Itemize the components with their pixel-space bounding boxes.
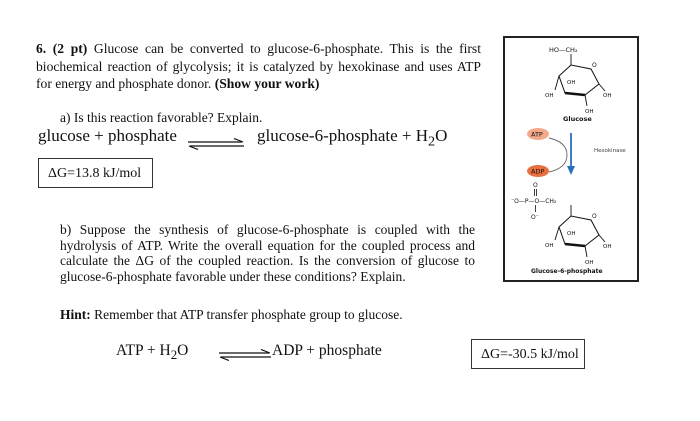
hexokinase-label: Hexokinase bbox=[594, 148, 626, 154]
equation-a-subscript: 2 bbox=[428, 133, 436, 150]
show-work-note: (Show your work) bbox=[214, 76, 320, 91]
phosphate-o-minus: O⁻ bbox=[531, 214, 539, 221]
question-body: Glucose can be converted to glucose-6-ph… bbox=[36, 41, 481, 91]
adp-badge bbox=[527, 165, 549, 177]
g6p-oh-bottom: OH bbox=[585, 260, 593, 266]
delta-g-box-b: ΔG=-30.5 kJ/mol bbox=[471, 339, 585, 369]
hint: Hint: Remember that ATP transfer phospha… bbox=[60, 307, 403, 323]
delta-g-a: ΔG=13.8 kJ/mol bbox=[48, 166, 142, 181]
glucose-oh-right: OH bbox=[603, 93, 611, 99]
g6p-oh-left: OH bbox=[545, 243, 553, 249]
equation-b-left-main: ATP + H bbox=[116, 342, 171, 359]
part-a-prompt: a) Is this reaction favorable? Explain. bbox=[60, 110, 263, 125]
equation-b: ATP + H2O ADP + phosphate bbox=[116, 342, 382, 363]
g6p-label: Glucose-6-phosphate bbox=[531, 268, 603, 275]
arrow-head-icon bbox=[567, 166, 575, 175]
glucose-oh-center: OH bbox=[567, 80, 575, 86]
delta-g-box-a: ΔG=13.8 kJ/mol bbox=[38, 158, 153, 188]
phosphate-chain: ⁻O—P—O—CH₂ bbox=[511, 198, 557, 205]
phosphate-top-oxygen: O bbox=[533, 182, 538, 189]
adp-label: ADP bbox=[531, 168, 544, 176]
atp-label: ATP bbox=[531, 131, 543, 139]
glucose-ch2oh: HO—CH₂ bbox=[549, 46, 578, 54]
glucose-oh-left: OH bbox=[545, 93, 553, 99]
glucose-label: Glucose bbox=[563, 115, 592, 123]
equilibrium-arrow-icon bbox=[186, 135, 246, 151]
equation-b-subscript: 2 bbox=[170, 347, 178, 363]
equilibrium-arrow-icon bbox=[217, 348, 273, 362]
equation-b-left: ATP + H2O bbox=[116, 342, 189, 363]
equation-a: glucose + phosphate glucose-6-phosphate … bbox=[38, 126, 447, 151]
equation-b-left-end: O bbox=[177, 342, 189, 359]
glucose-oh-bottom: OH bbox=[585, 109, 593, 115]
delta-g-b: ΔG=-30.5 kJ/mol bbox=[481, 347, 579, 362]
hint-label: Hint: bbox=[60, 307, 91, 322]
hint-text: Remember that ATP transfer phosphate gro… bbox=[90, 307, 403, 322]
equation-a-left: glucose + phosphate bbox=[38, 126, 177, 145]
atp-badge bbox=[527, 128, 549, 140]
question-text: 6. (2 pt) Glucose can be converted to gl… bbox=[36, 40, 481, 93]
g6p-oh-right: OH bbox=[603, 244, 611, 250]
ring-oxygen: O bbox=[592, 62, 597, 69]
equation-a-right-main: glucose-6-phosphate + H bbox=[257, 126, 429, 145]
question-number: 6. (2 pt) bbox=[36, 41, 88, 56]
g6p-ring-oxygen: O bbox=[592, 213, 597, 220]
equation-a-right: glucose-6-phosphate + H2O bbox=[257, 126, 447, 150]
g6p-oh-center: OH bbox=[567, 231, 575, 237]
part-b-prompt: b) Suppose the synthesis of glucose-6-ph… bbox=[60, 222, 475, 284]
equation-b-right: ADP + phosphate bbox=[272, 342, 382, 359]
equation-a-right-end: O bbox=[435, 126, 448, 145]
hexokinase-diagram: HO—CH₂ O OH OH OH OH Glucose ATP Hexokin… bbox=[503, 36, 639, 282]
